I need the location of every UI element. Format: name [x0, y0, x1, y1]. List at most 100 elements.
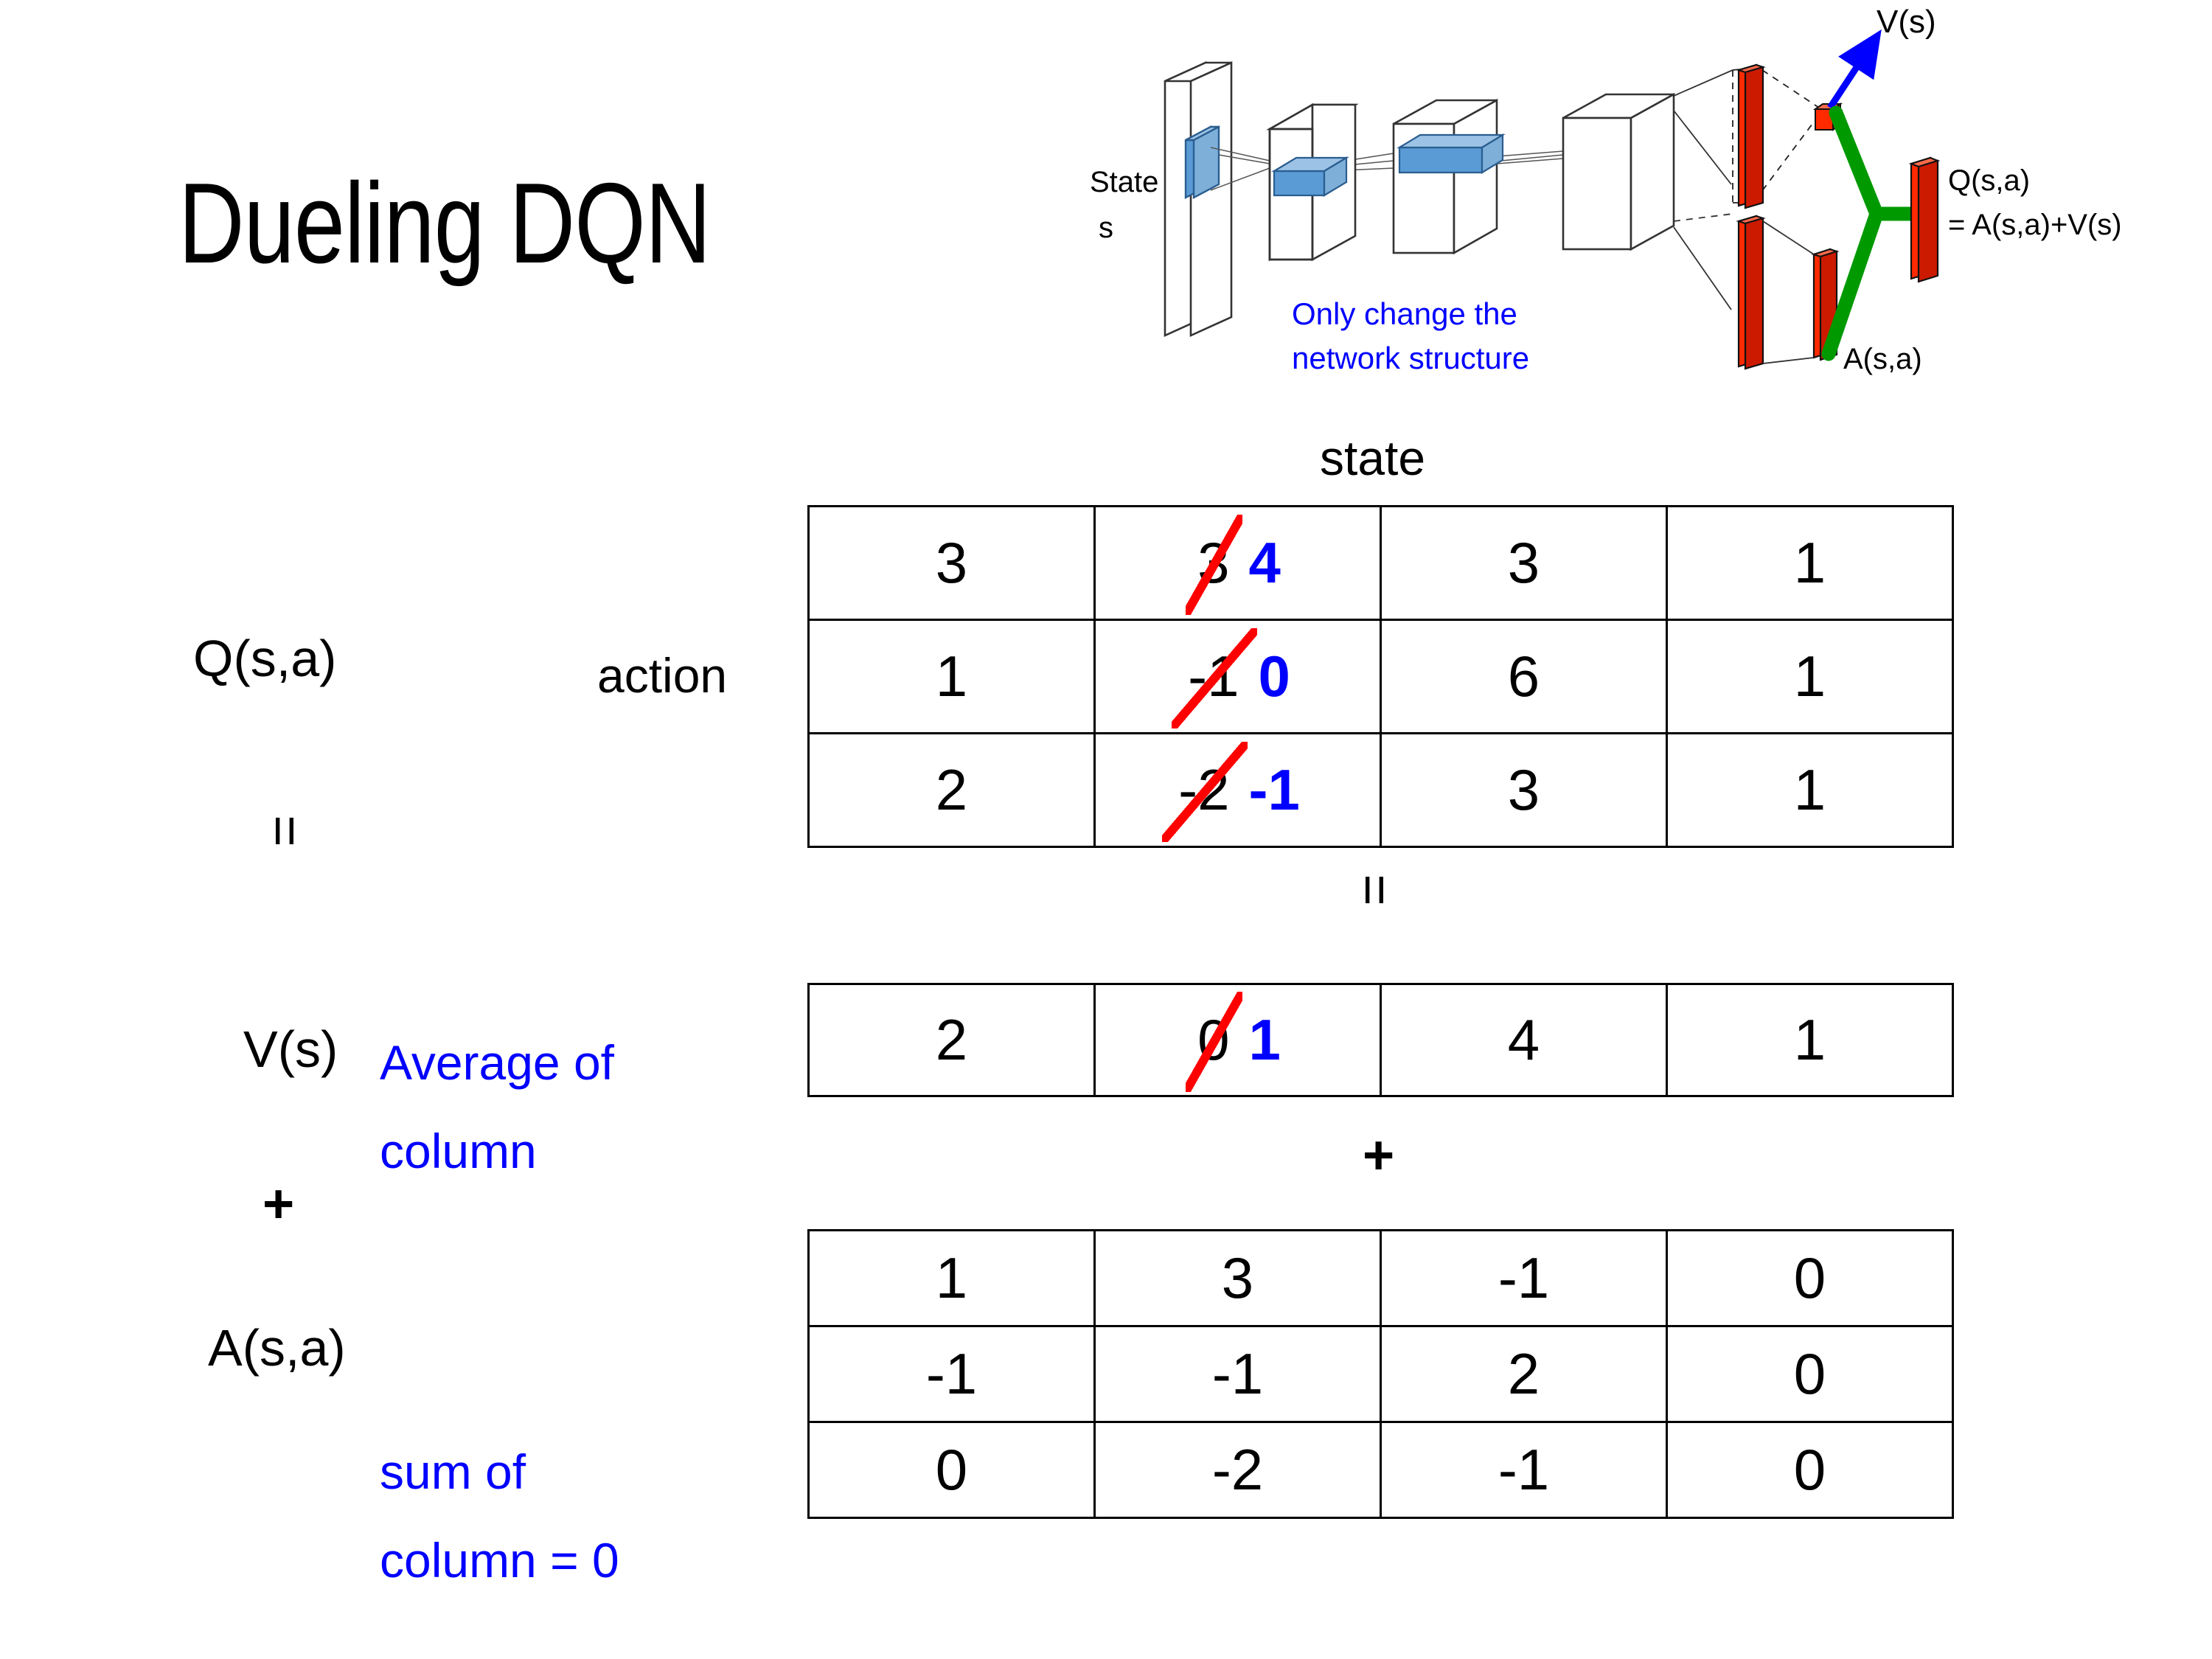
svg-text:= A(s,a)+V(s): = A(s,a)+V(s): [1948, 209, 2122, 241]
svg-text:A(s,a): A(s,a): [1843, 343, 1922, 375]
a-function-label: A(s,a): [208, 1319, 346, 1377]
table-cell: 0: [1666, 1421, 1954, 1519]
cell-content: 1: [1668, 734, 1952, 846]
table-cell: 1: [1666, 732, 1954, 848]
table-cell: 2: [807, 983, 1096, 1097]
state-axis-label: state: [1320, 431, 1426, 485]
cell-value: 6: [1507, 644, 1540, 709]
table-row: 0 -2 -1 0: [807, 1421, 1954, 1519]
corrected-new-value: 1: [1248, 1007, 1281, 1072]
cell-content: 0: [1668, 1327, 1952, 1421]
table-cell: -1: [1380, 1229, 1668, 1327]
table-cell: 1: [807, 619, 1096, 734]
cell-value: 3: [1507, 530, 1540, 595]
table-cell: 1: [1666, 983, 1954, 1097]
cell-content: 2: [810, 985, 1093, 1095]
cell-value: 0: [1793, 1437, 1826, 1502]
cell-content: 1: [1668, 621, 1952, 732]
cell-value: 3: [1507, 757, 1540, 822]
cell-value: 1: [1793, 644, 1826, 709]
cell-content: 1: [810, 1231, 1093, 1325]
cell-content: -1: [1382, 1231, 1666, 1325]
table-cell: -1: [807, 1325, 1096, 1423]
table-cell: 0: [807, 1421, 1096, 1519]
table-cell: 6: [1380, 619, 1668, 734]
cell-content: -2-1: [1096, 734, 1380, 846]
cell-value: -2: [1211, 1437, 1264, 1502]
table-cell: 1: [807, 1229, 1096, 1327]
plus-left-v-a: +: [262, 1173, 295, 1234]
action-axis-label: action: [597, 648, 728, 703]
cell-value: 3: [935, 530, 968, 595]
corrected-new-value: 4: [1248, 530, 1281, 595]
plus-between-v-and-a: +: [1363, 1124, 1395, 1186]
corrected-new-value: 0: [1258, 644, 1290, 709]
cell-content: 3: [1382, 734, 1666, 846]
cell-content: -1: [1382, 1423, 1666, 1517]
cell-value: 4: [1507, 1007, 1540, 1072]
input-state-label: State: [1090, 166, 1158, 198]
table-cell: 3: [1380, 505, 1668, 621]
q-output-label: Q(s,a): [1948, 164, 2030, 197]
table-cell: -2-1: [1093, 732, 1382, 848]
table-cell: 4: [1380, 983, 1668, 1097]
average-note-line2: column: [380, 1124, 537, 1178]
cell-content: -2: [1096, 1423, 1380, 1517]
table-cell: 1: [1666, 619, 1954, 734]
table-cell: -1: [1093, 1325, 1382, 1423]
cell-content: 0: [810, 1423, 1093, 1517]
cell-value: -1: [1498, 1437, 1550, 1502]
page-title: Dueling DQN: [178, 159, 712, 287]
cell-content: 0: [1668, 1231, 1952, 1325]
cell-value: 1: [935, 644, 968, 709]
cell-content: -1: [1096, 1327, 1380, 1421]
svg-text:s: s: [1099, 212, 1113, 244]
table-cell: 0: [1666, 1229, 1954, 1327]
cell-value: 0: [1793, 1245, 1826, 1310]
cell-value: 1: [1793, 757, 1826, 822]
table-cell: 2: [1380, 1325, 1668, 1423]
cell-value: -1: [1498, 1245, 1550, 1310]
table-row: -1 -1 2 0: [807, 1325, 1954, 1423]
cell-value: 2: [935, 1007, 968, 1072]
cell-value: 2: [1507, 1341, 1540, 1406]
equals-between-q-and-v: =: [1344, 874, 1406, 906]
cell-content: 1: [1668, 985, 1952, 1095]
cell-content: 2: [1382, 1327, 1666, 1421]
cell-value: 1: [1793, 530, 1826, 595]
cell-content: 3: [810, 507, 1093, 619]
corrected-new-value: -1: [1248, 757, 1300, 822]
equals-left-q-v: =: [254, 815, 316, 847]
table-cell: 0: [1666, 1325, 1954, 1423]
table-cell: 1: [1666, 505, 1954, 621]
cell-value: 1: [935, 1245, 968, 1310]
table-cell: -1: [1380, 1421, 1668, 1519]
sum-note-line1: sum of: [380, 1444, 526, 1499]
struck-old-value: -2: [1161, 741, 1248, 843]
network-note-line1: Only change the: [1292, 296, 1517, 331]
cell-content: 0: [1668, 1423, 1952, 1517]
table-cell: -2: [1093, 1421, 1382, 1519]
cell-content: 2: [810, 734, 1093, 846]
v-function-label: V(s): [243, 1020, 338, 1078]
cell-value: 0: [1793, 1341, 1826, 1406]
network-note-line2: network structure: [1292, 341, 1529, 375]
struck-old-value: -1: [1171, 627, 1258, 729]
cell-content: 1: [1668, 507, 1952, 619]
svg-text:V(s): V(s): [1877, 4, 1936, 40]
cell-value: -1: [1211, 1341, 1264, 1406]
